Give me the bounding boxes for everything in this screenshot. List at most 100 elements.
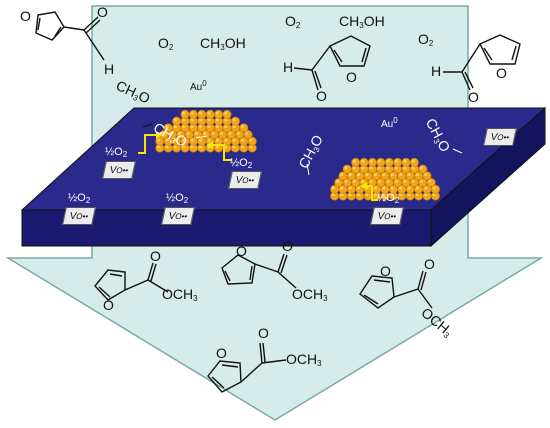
product-4-ester: OCH3: [286, 352, 322, 368]
gold-atom-highlight: [207, 125, 211, 129]
gold-atom-highlight: [369, 166, 373, 170]
gold-atom-highlight: [232, 125, 236, 129]
gold-atom-highlight: [190, 111, 194, 115]
gold-atom-highlight: [186, 131, 190, 135]
gold-atom-highlight: [348, 186, 352, 190]
gold-atom-highlight: [352, 179, 356, 183]
ch-subscript: 3: [220, 43, 225, 52]
half-o2-4: ½O2: [166, 193, 188, 205]
gold-atom-highlight: [165, 138, 169, 142]
product-2-carbonyl-o: O: [282, 238, 293, 254]
gold-atom-highlight: [182, 118, 186, 122]
half-o-symbol: ½O: [377, 192, 395, 204]
gold-atom-highlight: [361, 159, 365, 163]
ch-symbol: CH: [200, 35, 221, 51]
gold-atom-highlight: [331, 193, 335, 197]
o2-symbol: O: [285, 13, 296, 29]
gold-atom: [342, 164, 352, 174]
methyl-ester: OCH: [162, 286, 194, 302]
vacancy-charge: ••: [389, 211, 398, 221]
furfural-top-right: [443, 34, 521, 91]
gold-atom-highlight: [357, 173, 361, 177]
gold-atom-highlight: [232, 145, 236, 149]
gold-atom-highlight: [165, 145, 169, 149]
gold-atom-highlight: [232, 138, 236, 142]
furfural-top-left-ring-o: O: [20, 8, 31, 24]
furfural-top-center-h: H: [283, 59, 294, 75]
product-ester-3: [359, 270, 433, 309]
gold-atom-highlight: [357, 186, 361, 190]
vacancy-charge: ••: [121, 165, 130, 175]
half-o-symbol: ½O: [68, 192, 86, 204]
gold-atom-highlight: [407, 173, 411, 177]
ch-symbol: CH: [339, 13, 360, 29]
gold-atom-highlight: [378, 159, 382, 163]
oh-symbol: OH: [363, 13, 385, 29]
gold-atom-highlight: [190, 125, 194, 129]
gold-atom-highlight: [224, 111, 228, 115]
gold-atom-highlight: [224, 145, 228, 149]
product-4-carbonyl-o: O: [258, 325, 269, 341]
gold-atom-highlight: [199, 125, 203, 129]
furfural-top-left: [35, 11, 105, 61]
gold-atom-highlight: [361, 166, 365, 170]
product-2-ring-o: O: [236, 243, 247, 259]
gold-atom: [384, 157, 394, 167]
gold-atom: [401, 157, 411, 167]
gold-atom-highlight: [211, 131, 215, 135]
gold-atom-highlight: [365, 193, 369, 197]
gold-atom-highlight: [369, 179, 373, 183]
product-ester-1: [94, 262, 169, 301]
gold-atom: [214, 109, 224, 119]
gold-atom-highlight: [182, 138, 186, 142]
gold-atom-highlight: [344, 179, 348, 183]
gold-atom-highlight: [420, 166, 424, 170]
gold-atom-highlight: [194, 131, 198, 135]
gold-atom-highlight: [373, 173, 377, 177]
gold-atom-highlight: [424, 173, 428, 177]
gold-atom-highlight: [215, 111, 219, 115]
gold-atom-highlight: [241, 138, 245, 142]
au-symbol: Au: [381, 119, 394, 130]
gold-atom-highlight: [390, 186, 394, 190]
bond-right1-methoxy: [306, 163, 310, 176]
au-label-right: Au0: [381, 117, 398, 130]
gold-atom-highlight: [182, 145, 186, 149]
gold-atom-highlight: [352, 166, 356, 170]
gold-atom-highlight: [245, 131, 249, 135]
product-4-ring-o: O: [216, 345, 227, 361]
bond-right2-methoxy: [452, 148, 463, 154]
gold-atom-highlight: [386, 166, 390, 170]
gold-atom-highlight: [352, 159, 356, 163]
gold-atom-highlight: [207, 138, 211, 142]
product-ester-2: [221, 253, 297, 289]
gold-atom: [205, 109, 215, 119]
gold-atom-highlight: [199, 111, 203, 115]
gold-atom-highlight: [428, 179, 432, 183]
gold-atom-highlight: [394, 179, 398, 183]
gold-atom-highlight: [199, 145, 203, 149]
gold-atom-highlight: [169, 131, 173, 135]
o2-subscript: 2: [394, 196, 400, 205]
gold-atom: [351, 157, 361, 167]
gold-atom-highlight: [182, 125, 186, 129]
gold-atom-highlight: [203, 131, 207, 135]
gold-atom-highlight: [432, 193, 436, 197]
o2-subscript: 2: [295, 21, 301, 30]
yellow-arrow-3: [360, 182, 378, 201]
gold-atom-highlight: [161, 131, 165, 135]
gold-atom-highlight: [336, 179, 340, 183]
gold-atom-highlight: [432, 186, 436, 190]
gold-atom: [230, 116, 240, 126]
gold-atom-highlight: [344, 166, 348, 170]
methyl-subscript: 3: [193, 294, 198, 303]
furfural-top-center: [293, 35, 371, 91]
gold-atom-highlight: [382, 173, 386, 177]
gold-atom-highlight: [173, 125, 177, 129]
o2-symbol: O: [158, 35, 169, 51]
gold-atom-highlight: [411, 179, 415, 183]
gold-atom-highlight: [241, 145, 245, 149]
